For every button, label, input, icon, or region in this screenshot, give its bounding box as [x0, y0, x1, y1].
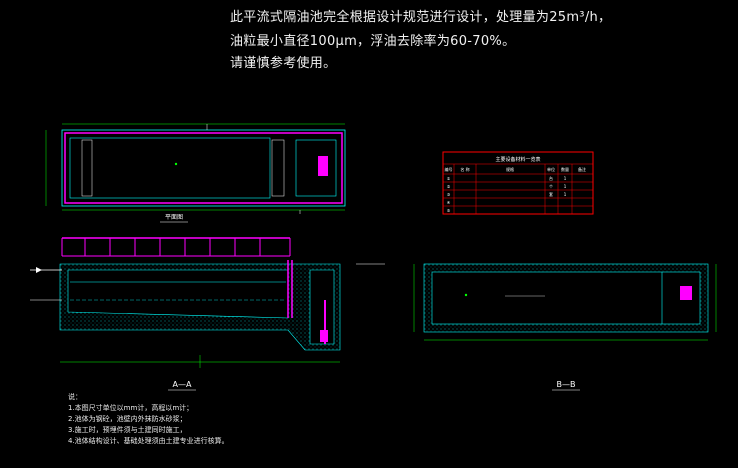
bb-oil-pump [680, 286, 692, 300]
section-aa-label: A—A [173, 380, 192, 389]
table-row-5-no: ⑤ [447, 208, 451, 213]
plan-inlet-channel [81, 139, 93, 197]
plan-oil-pump [318, 156, 328, 176]
aa-oil-well [309, 269, 335, 345]
aa-tank-interior [67, 269, 289, 319]
section-bb-label: B—B [557, 380, 576, 389]
header-line-1: 此平流式隔油池完全根据设计规范进行设计，处理量为25m³/h， [230, 10, 612, 25]
bb-center-mark [464, 293, 468, 297]
table-row-3-qty: 1 [564, 192, 567, 197]
bb-tank-interior [431, 271, 701, 325]
plan-oil-chamber [295, 139, 337, 197]
table-row-1-no: ① [447, 176, 451, 181]
plan-center-mark [174, 162, 178, 166]
plan-view [45, 123, 346, 214]
plan-outer-wall [61, 129, 346, 207]
plan-label: 平面图 [165, 214, 183, 221]
table-header-no: 编号 [445, 166, 453, 172]
note-item-4: 4.池体结构设计、基础处理须由土建专业进行核算。 [68, 437, 229, 445]
table-row-2-unit: 个 [549, 184, 553, 189]
table-row-1-unit: 台 [549, 175, 553, 181]
table-row-2-no: ② [447, 184, 451, 189]
notes-title: 说： [68, 393, 82, 401]
note-item-2: 2.池体为钢砼，池壁内外抹防水砂浆； [68, 415, 187, 423]
header-line-3: 请谨慎参考使用。 [230, 56, 337, 71]
table-header-qty: 数量 [561, 166, 569, 172]
plan-separation-chamber [69, 137, 271, 199]
table-header-remark: 备注 [578, 166, 586, 172]
table-row-3-unit: 套 [549, 191, 553, 197]
arrow-icon [36, 267, 42, 273]
table-border [442, 151, 594, 215]
table-header-unit: 单位 [547, 166, 555, 172]
notes-block: 说： 1.本图尺寸单位以mm计，高程以m计； 2.池体为钢砼，池壁内外抹防水砂浆… [68, 392, 229, 447]
table-row-1-qty: 1 [564, 176, 567, 181]
plan-outlet-weir [271, 139, 285, 197]
equipment-table: 主要设备材料一览表 编号 名 称 规格 单位 数量 备注 ① 台 1 ② 个 1… [442, 151, 594, 215]
table-header-name: 名 称 [460, 166, 469, 172]
header-line-2: 油粒最小直径100μm，浮油去除率为60-70%。 [230, 34, 516, 49]
table-row-2-qty: 1 [564, 184, 567, 189]
plan-walkway [64, 132, 343, 204]
table-row-3-no: ③ [447, 192, 451, 197]
note-item-3: 3.施工时，预埋件须与土建同时施工， [68, 426, 187, 434]
section-aa [30, 237, 385, 368]
section-bb [413, 263, 717, 341]
note-item-1: 1.本图尺寸单位以mm计，高程以m计； [68, 404, 194, 412]
table-row-4-no: ④ [447, 200, 451, 205]
table-title: 主要设备材料一览表 [495, 156, 540, 163]
table-header-spec: 规格 [506, 166, 514, 172]
aa-pump [320, 330, 328, 342]
